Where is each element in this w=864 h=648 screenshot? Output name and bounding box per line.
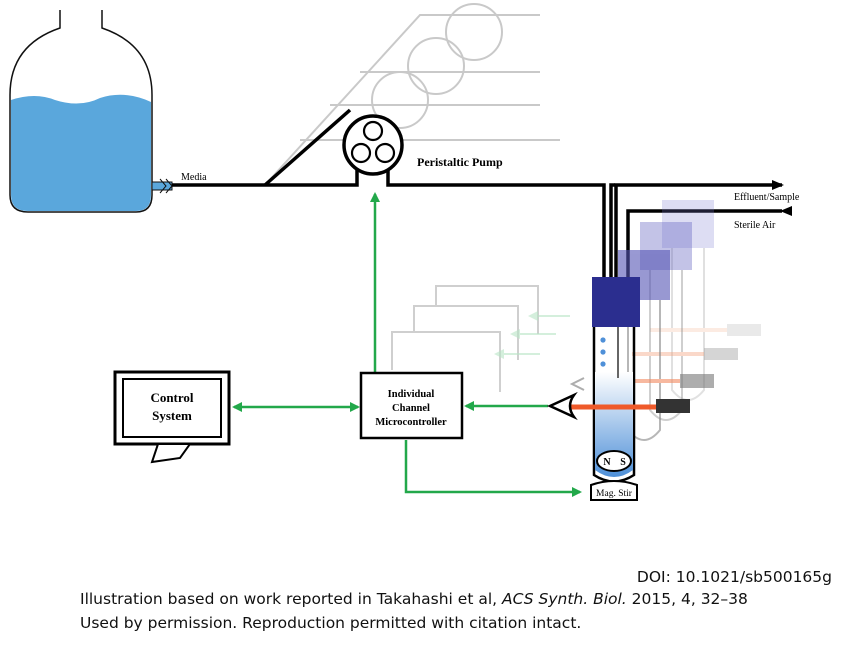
effluent-label: Effluent/Sample xyxy=(734,192,800,203)
credit-suffix: 2015, 4, 32–38 xyxy=(631,590,748,608)
optical-sensor-eye-icon xyxy=(546,391,578,421)
microcontroller-box: Individual Channel Microcontroller xyxy=(359,371,464,440)
bioreactor-diagram: Control System Individual Channel Microc… xyxy=(9,3,800,501)
signal-lines xyxy=(232,192,582,497)
illustration-credit: Illustration based on work reported in T… xyxy=(80,590,748,608)
permission-note: Used by permission. Reproduction permitt… xyxy=(80,614,582,632)
micro-label-1: Individual xyxy=(388,389,435,400)
credit-prefix: Illustration based on work reported in T… xyxy=(80,590,498,608)
stir-south-label: S xyxy=(620,457,626,468)
micro-label-2: Channel xyxy=(392,403,430,414)
mag-stir-label: Mag. Stir xyxy=(596,489,633,499)
peristaltic-pump xyxy=(342,114,404,176)
faint-signal-arrows xyxy=(494,311,570,359)
reactor-cap xyxy=(592,277,640,327)
micro-label-3: Microcontroller xyxy=(375,417,447,428)
sterile-air-label: Sterile Air xyxy=(734,220,776,231)
journal-name: ACS Synth. Biol. xyxy=(502,590,627,608)
photodetector xyxy=(656,399,690,413)
control-system-label-2: System xyxy=(152,408,192,423)
doi-citation: DOI: 10.1021/sb500165g xyxy=(636,568,832,586)
effluent-line xyxy=(614,180,784,278)
control-system-label-1: Control xyxy=(150,390,193,405)
pump-label: Peristaltic Pump xyxy=(417,155,503,169)
reactor-array-background xyxy=(612,200,761,441)
stir-north-label: N xyxy=(603,457,611,468)
pump-array-background xyxy=(264,3,560,186)
media-bottle xyxy=(9,10,173,213)
stir-bar xyxy=(596,450,632,472)
media-label: Media xyxy=(181,172,207,183)
reactor-vessel: N S xyxy=(546,277,690,483)
magnetic-stirrer: Mag. Stir xyxy=(590,480,638,501)
control-system-monitor: Control System xyxy=(113,370,231,464)
